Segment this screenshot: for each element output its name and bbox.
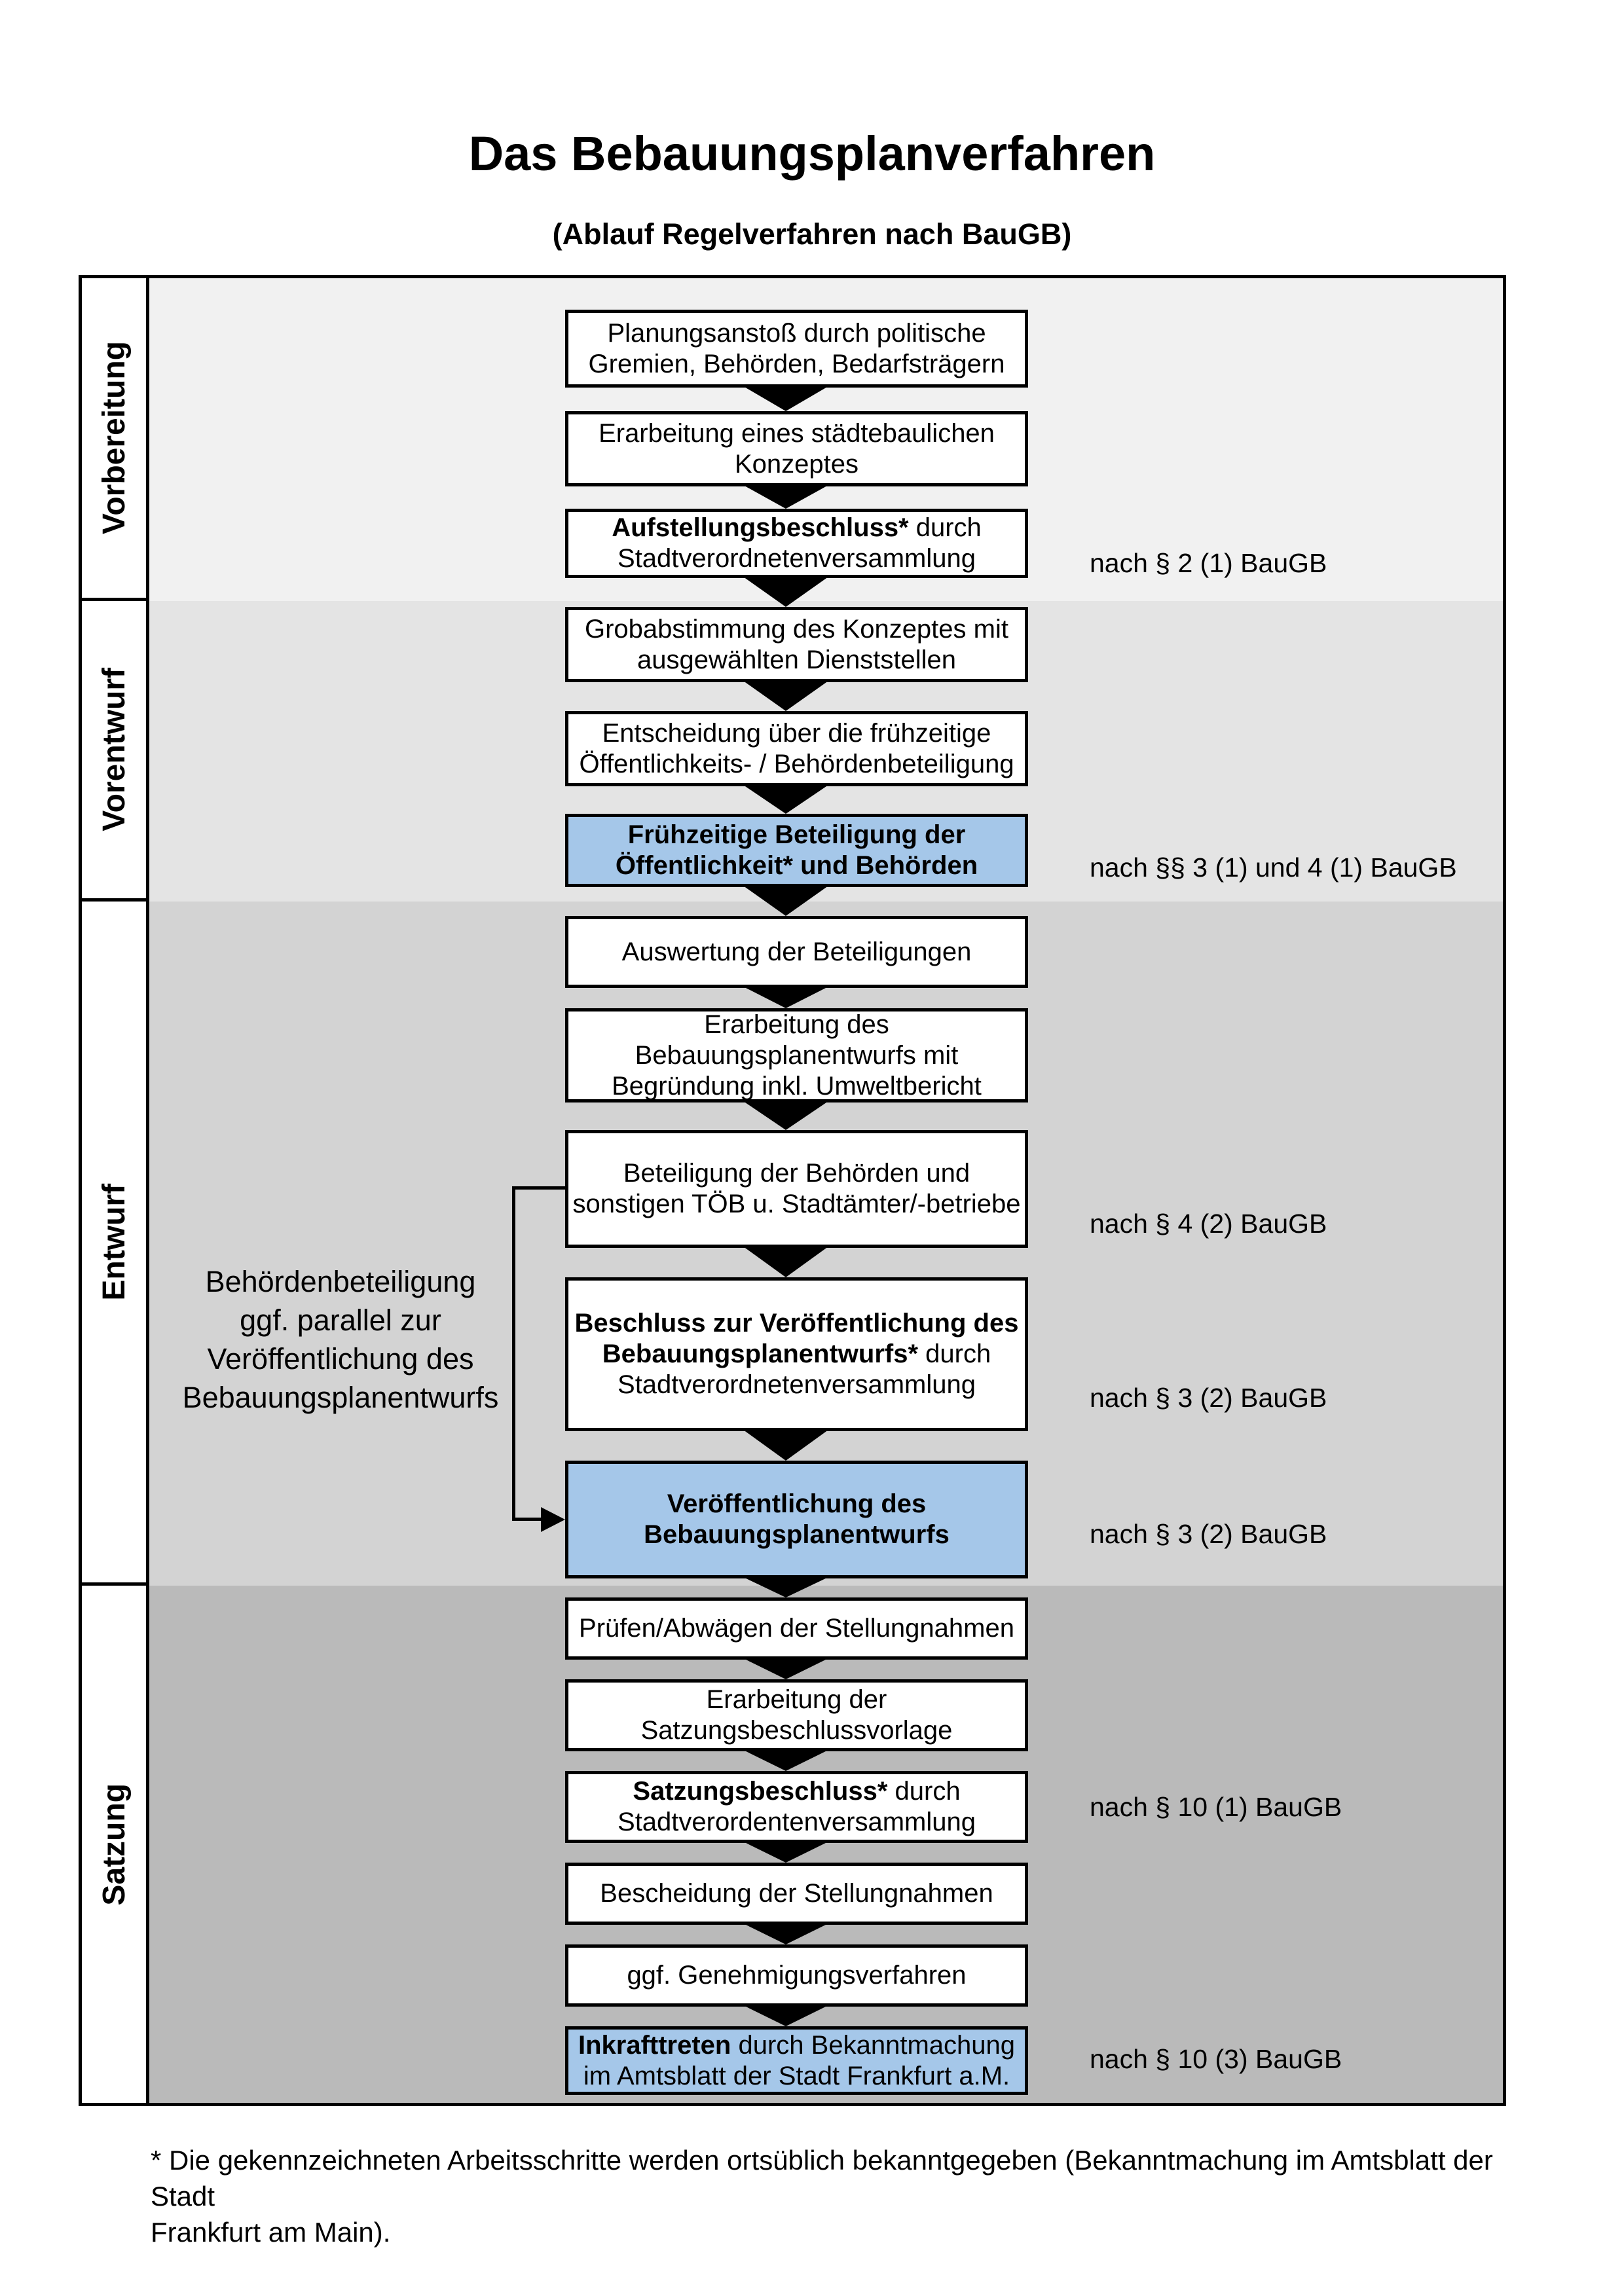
down-arrow-icon: [743, 681, 828, 711]
footnote-line-1: * Die gekennzeichneten Arbeitsschritte w…: [151, 2145, 1493, 2212]
law-ref-veroeffentlichung: nach § 3 (2) BauGB: [1090, 1519, 1327, 1549]
phase-cell-vorentwurf: Vorentwurf: [79, 598, 149, 902]
down-arrow-icon: [743, 1101, 828, 1130]
phase-cell-vorbereitung: Vorbereitung: [79, 275, 149, 601]
law-ref-fruehzeitige-beteiligung: nach §§ 3 (1) und 4 (1) BauGB: [1090, 852, 1457, 883]
down-arrow-icon: [743, 886, 828, 916]
down-arrow-icon: [743, 2005, 828, 2026]
down-arrow-icon: [743, 1923, 828, 1944]
down-arrow-icon: [743, 987, 828, 1008]
flow-box-pruefen-abwaegen: Prüfen/Abwägen der Stellungnahmen: [565, 1597, 1028, 1660]
down-arrow-icon: [743, 1430, 828, 1461]
phase-label-entwurf: Entwurf: [96, 1183, 132, 1301]
flow-box-bescheidung: Bescheidung der Stellungnahmen: [565, 1863, 1028, 1925]
law-ref-veroeffentlichungsbeschluss: nach § 3 (2) BauGB: [1090, 1383, 1327, 1413]
side-note-line: Bebauungsplanentwurfs: [182, 1381, 499, 1414]
down-arrow-icon: [743, 1658, 828, 1679]
connector-line-bottom: [512, 1518, 542, 1521]
phase-cell-entwurf: Entwurf: [79, 898, 149, 1586]
page-title: Das Bebauungsplanverfahren: [468, 126, 1156, 181]
law-ref-inkrafttreten: nach § 10 (3) BauGB: [1090, 2044, 1342, 2074]
flow-box-auswertung: Auswertung der Beteiligungen: [565, 916, 1028, 988]
connector-line-vertical: [512, 1186, 515, 1520]
side-note-line: Behördenbeteiligung: [205, 1265, 476, 1298]
page-subtitle: (Ablauf Regelverfahren nach BauGB): [552, 217, 1072, 251]
side-note-line: ggf. parallel zur: [240, 1303, 441, 1337]
phase-label-vorentwurf: Vorentwurf: [96, 668, 132, 831]
down-arrow-icon: [743, 386, 828, 411]
down-arrow-icon: [743, 1842, 828, 1863]
connector-line-top: [512, 1186, 565, 1190]
down-arrow-icon: [743, 1247, 828, 1277]
right-arrow-icon: [541, 1507, 565, 1532]
phase-label-satzung: Satzung: [96, 1783, 132, 1906]
footnote-line-2: Frankfurt am Main).: [151, 2217, 391, 2248]
phase-label-vorbereitung: Vorbereitung: [96, 341, 132, 535]
down-arrow-icon: [743, 1750, 828, 1771]
down-arrow-icon: [743, 1577, 828, 1597]
flow-box-genehmigungsverfahren: ggf. Genehmigungsverfahren: [565, 1944, 1028, 2007]
down-arrow-icon: [743, 785, 828, 814]
law-ref-behoerdenbeteiligung: nach § 4 (2) BauGB: [1090, 1209, 1327, 1239]
footnote: * Die gekennzeichneten Arbeitsschritte w…: [151, 2142, 1519, 2250]
down-arrow-icon: [743, 577, 828, 607]
side-note-line: Veröffentlichung des: [207, 1342, 474, 1376]
law-ref-satzungsbeschluss: nach § 10 (1) BauGB: [1090, 1792, 1342, 1822]
down-arrow-icon: [743, 485, 828, 509]
side-note-parallel-beteiligung: Behördenbeteiligung ggf. parallel zur Ve…: [170, 1262, 511, 1417]
phase-cell-satzung: Satzung: [79, 1582, 149, 2106]
law-ref-aufstellungsbeschluss: nach § 2 (1) BauGB: [1090, 548, 1327, 578]
